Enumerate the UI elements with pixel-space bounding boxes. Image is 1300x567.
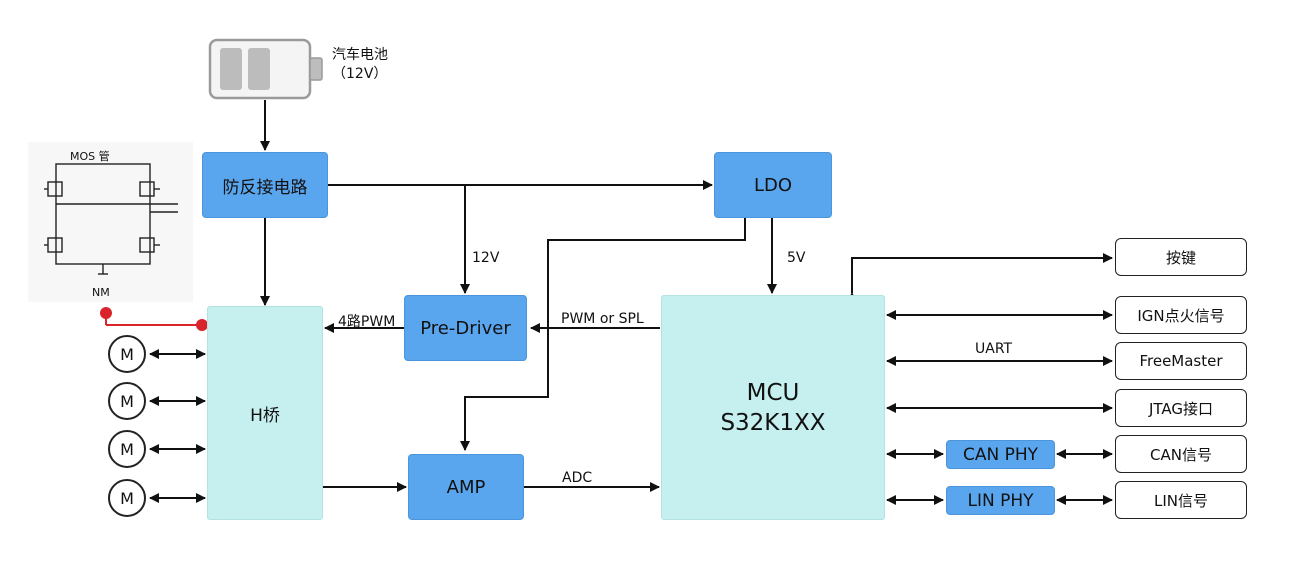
can-phy-block: CAN PHY (946, 440, 1055, 469)
output-ign-label: IGN点火信号 (1137, 306, 1225, 325)
mos-schematic: MOS 管 NM (28, 142, 193, 302)
output-key: 按键 (1115, 238, 1247, 276)
battery-voltage: （12V） (332, 66, 388, 82)
edge-label-uart: UART (975, 341, 1013, 357)
edge-label-5v: 5V (787, 250, 806, 266)
edge-label-12v: 12V (472, 250, 500, 266)
lin-phy-label: LIN PHY (967, 490, 1034, 511)
output-freemaster-label: FreeMaster (1139, 352, 1223, 370)
output-can-label: CAN信号 (1150, 445, 1212, 464)
mos-title: MOS 管 (70, 150, 110, 163)
predriver-label: Pre-Driver (420, 317, 511, 339)
output-jtag-label: JTAG接口 (1148, 399, 1214, 418)
motor-2-label: M (120, 391, 134, 411)
mos-bottom: NM (92, 286, 110, 299)
battery-label: 汽车电池 （12V） (332, 46, 388, 84)
arrow-key-mcu (847, 253, 1113, 302)
motor-4: M (108, 479, 146, 517)
reverse-protection-block: 防反接电路 (202, 152, 328, 218)
output-lin: LIN信号 (1115, 481, 1247, 519)
ldo-label: LDO (753, 174, 793, 196)
motor-1: M (108, 335, 146, 373)
reverse-protection-label: 防反接电路 (222, 177, 308, 198)
motor-2: M (108, 382, 146, 420)
mcu-label-line1: MCU (746, 379, 800, 406)
output-can: CAN信号 (1115, 435, 1247, 473)
can-phy-label: CAN PHY (962, 444, 1039, 465)
edge-label-pwm-spl: PWM or SPL (561, 311, 644, 327)
mcu-label-line2: S32K1XX (720, 409, 826, 436)
motor-3: M (108, 430, 146, 468)
amp-label: AMP (446, 476, 486, 498)
amp-block: AMP (408, 454, 524, 520)
mos-bridge-icon (44, 163, 178, 275)
edge-label-4pwm: 4路PWM (338, 314, 396, 330)
arrow-ldo-amp (460, 218, 746, 451)
hbridge-block: H桥 (207, 306, 323, 520)
motor-4-label: M (120, 488, 134, 508)
ldo-block: LDO (714, 152, 832, 218)
motor-1-label: M (120, 344, 134, 364)
mos-link (100, 307, 208, 331)
output-jtag: JTAG接口 (1115, 389, 1247, 427)
motor-3-label: M (120, 439, 134, 459)
hbridge-label: H桥 (250, 405, 280, 426)
lin-phy-block: LIN PHY (946, 486, 1055, 515)
battery-name: 汽车电池 (332, 47, 388, 63)
output-key-label: 按键 (1165, 248, 1196, 267)
mcu-block: MCU S32K1XX (661, 295, 885, 520)
output-freemaster: FreeMaster (1115, 342, 1247, 380)
battery-icon (208, 38, 330, 100)
output-ign: IGN点火信号 (1115, 296, 1247, 334)
output-lin-label: LIN信号 (1153, 491, 1208, 510)
edge-label-adc: ADC (562, 470, 593, 486)
predriver-block: Pre-Driver (404, 295, 527, 361)
